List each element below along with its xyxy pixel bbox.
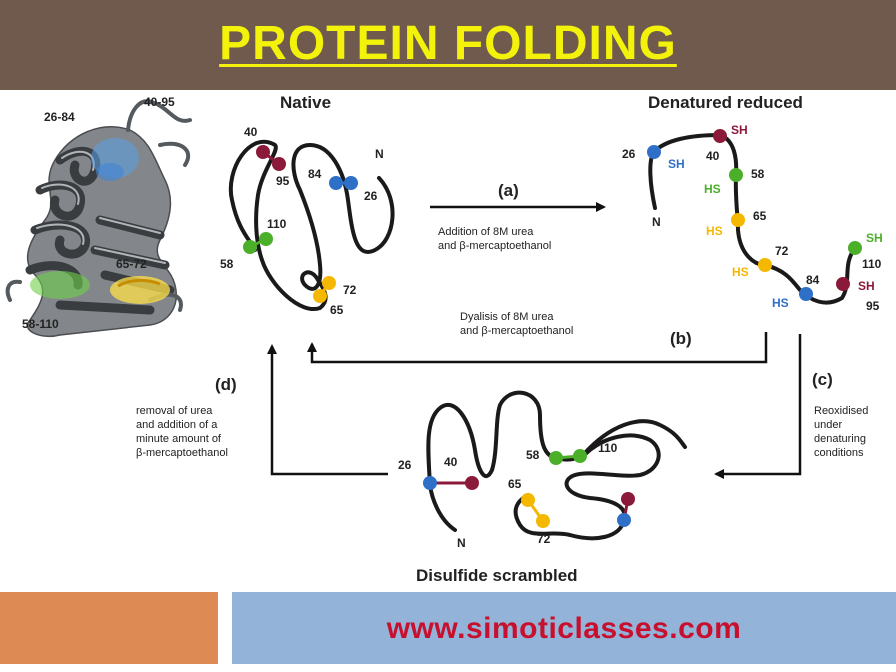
scrambled-label-n: N (457, 536, 466, 550)
denatured-heading: Denatured reduced (648, 93, 803, 112)
denatured-label-84: 84 (806, 273, 820, 287)
denatured-label-72: 72 (775, 244, 789, 258)
denatured-label-hs72: HS (732, 265, 749, 279)
native-label-65: 65 (330, 303, 344, 317)
denatured-label-95: 95 (866, 299, 880, 313)
scrambled-bond-95 (621, 492, 635, 506)
scrambled-label-26: 26 (398, 458, 412, 472)
scrambled-label-40: 40 (444, 455, 458, 469)
step-c-line2: under (814, 419, 842, 431)
scrambled-label-110: 110 (598, 441, 618, 455)
denatured-label-hs65: HS (706, 224, 723, 238)
native-label-84: 84 (308, 167, 322, 181)
denatured-bond-58 (729, 168, 743, 182)
denatured-bond-72 (758, 258, 772, 272)
ribbon-label-40-95: 40-95 (144, 95, 175, 109)
native-label-95: 95 (276, 174, 290, 188)
denatured-bond-40 (713, 129, 727, 143)
native-bond-95 (272, 157, 286, 171)
step-b-line1: Dyalisis of 8M urea (460, 311, 554, 323)
step-d-line4: β-mercaptoethanol (136, 447, 228, 459)
footer-right-block (232, 592, 896, 664)
scrambled-bond-26 (423, 476, 437, 490)
native-label-n: N (375, 147, 384, 161)
native-label-26: 26 (364, 189, 378, 203)
step-d-line3: minute amount of (136, 433, 222, 445)
native-bond-58 (243, 240, 257, 254)
denatured-label-65: 65 (753, 209, 767, 223)
page-title: PROTEIN FOLDING (219, 17, 677, 70)
step-a-letter: (a) (498, 181, 519, 200)
scrambled-bond-40 (465, 476, 479, 490)
denatured-label-40: 40 (706, 149, 720, 163)
denatured-label-26: 26 (622, 147, 636, 161)
native-label-72: 72 (343, 283, 357, 297)
denatured-label-sh40: SH (731, 123, 748, 137)
step-d-letter: (d) (215, 375, 237, 394)
native-bond-110 (259, 232, 273, 246)
denatured-chain (648, 132, 857, 305)
native-bond-72 (322, 276, 336, 290)
scrambled-label-58: 58 (526, 448, 540, 462)
step-b-letter: (b) (670, 329, 692, 348)
denatured-label-n: N (652, 215, 661, 229)
denatured-bond-26 (647, 145, 661, 159)
step-d-line2: and addition of a (136, 419, 218, 431)
denatured-bond-84 (799, 287, 813, 301)
denatured-bond-65 (731, 213, 745, 227)
arrow-d (267, 344, 388, 476)
step-a-line1: Addition of 8M urea (438, 226, 534, 238)
scrambled-bond-65 (521, 493, 535, 507)
scrambled-bond-84 (617, 513, 631, 527)
native-heading: Native (280, 93, 331, 112)
scrambled-tail (582, 419, 687, 456)
footer-left-block (0, 592, 218, 664)
scrambled-heading: Disulfide scrambled (416, 566, 578, 585)
scrambled-bond-110 (573, 449, 587, 463)
ribbon-label-58-110: 58-110 (22, 317, 59, 331)
denatured-label-hs84: HS (772, 296, 789, 310)
scrambled-bond-72 (536, 514, 550, 528)
denatured-label-sh110: SH (866, 231, 883, 245)
native-bond-84 (329, 176, 343, 190)
native-label-110: 110 (267, 217, 287, 231)
denatured-label-sh26: SH (668, 157, 685, 171)
denatured-label-58: 58 (751, 167, 765, 181)
step-c-line3: denaturing (814, 433, 866, 445)
website-url[interactable]: www.simoticlasses.com (386, 612, 742, 645)
denatured-label-hs58: HS (704, 182, 721, 196)
denatured-bond-95 (836, 277, 850, 291)
step-c-line1: Reoxidised (814, 405, 868, 417)
native-label-40: 40 (244, 125, 258, 139)
ribbon-label-65-72: 65-72 (116, 257, 147, 271)
protein-folding-diagram: 26-84 40-95 65-72 58-110 Native 40 95 84… (5, 93, 883, 585)
native-bond-26 (344, 176, 358, 190)
arrow-b (307, 332, 768, 364)
native-bond-65 (313, 289, 327, 303)
denatured-label-110: 110 (862, 257, 882, 271)
title-bar (0, 0, 896, 90)
step-d-line1: removal of urea (136, 405, 213, 417)
denatured-label-sh95: SH (858, 279, 875, 293)
scrambled-label-72: 72 (537, 532, 551, 546)
ribbon-structure-image (5, 99, 192, 337)
step-c-line4: conditions (814, 447, 864, 459)
scrambled-label-65: 65 (508, 477, 522, 491)
step-a-line2: and β-mercaptoethanol (438, 240, 551, 252)
native-chain (228, 139, 395, 312)
step-b-line2: and β-mercaptoethanol (460, 325, 573, 337)
denatured-bond-110 (848, 241, 862, 255)
native-bond-40 (256, 145, 270, 159)
scrambled-bond-58 (549, 451, 563, 465)
native-label-58: 58 (220, 257, 234, 271)
arrow-c (714, 334, 802, 479)
step-c-letter: (c) (812, 370, 833, 389)
ribbon-label-26-84: 26-84 (44, 110, 75, 124)
